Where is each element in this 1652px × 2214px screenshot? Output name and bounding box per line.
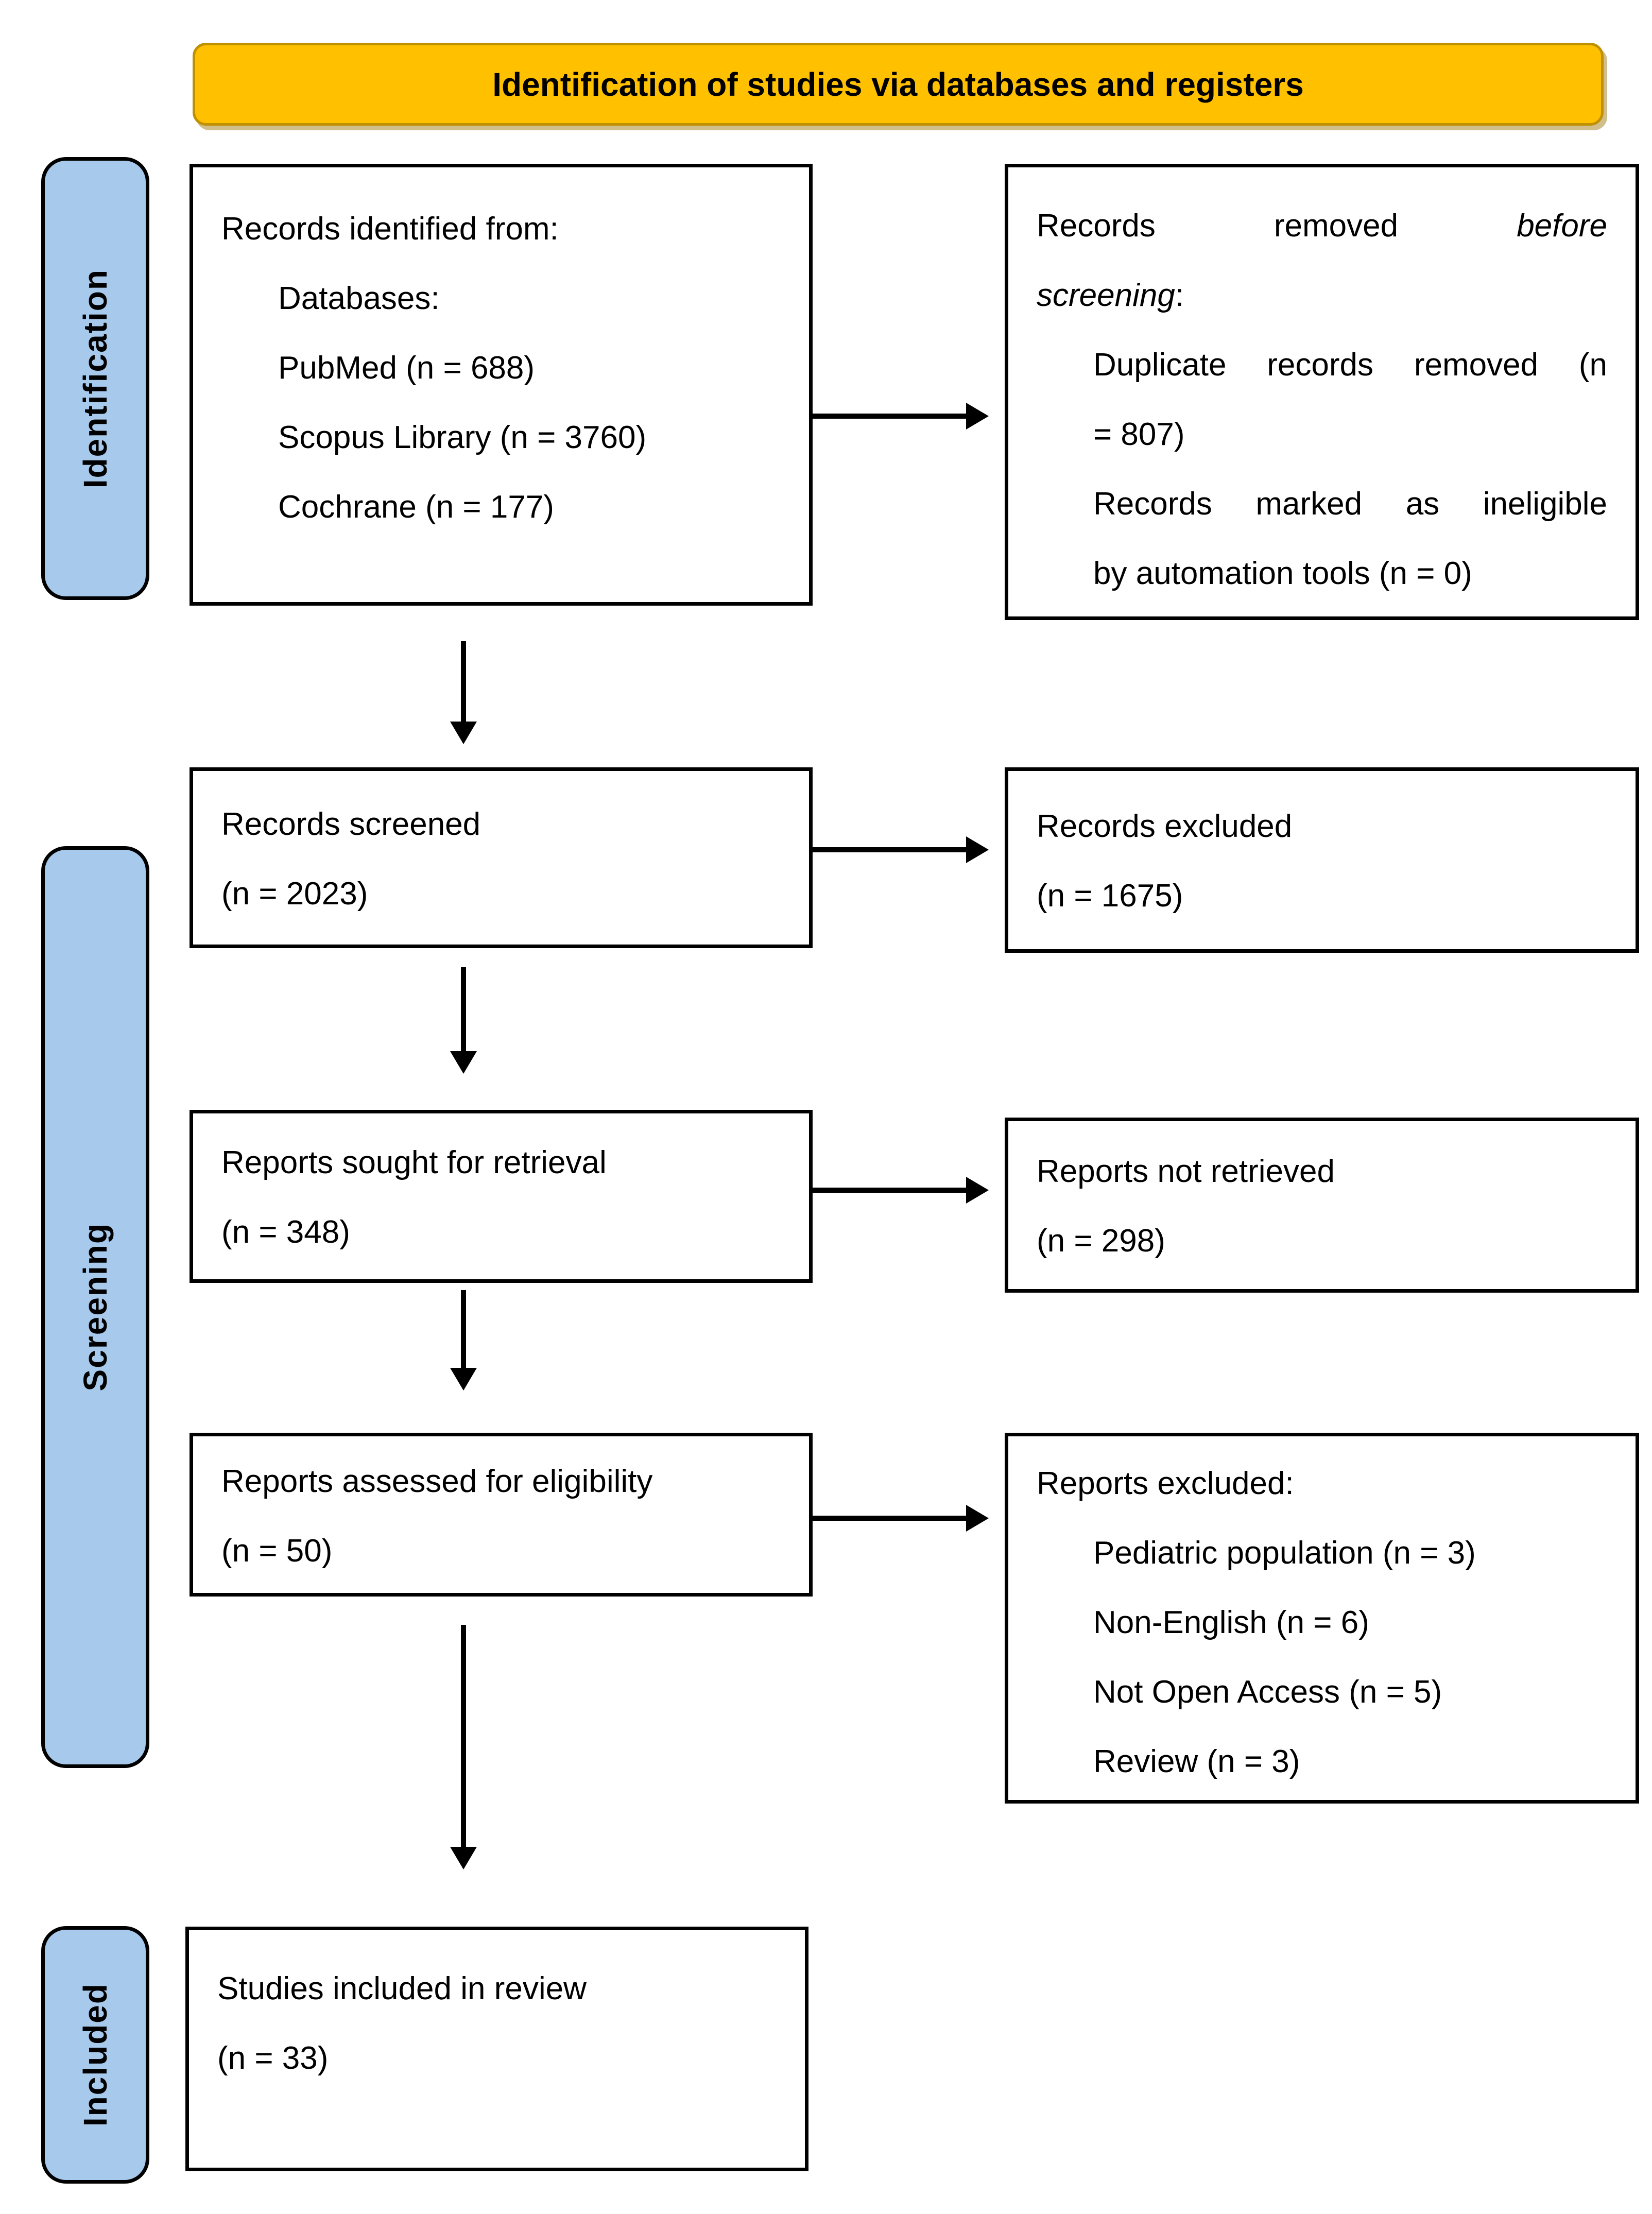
- text-line: PubMed (n = 688): [221, 333, 781, 403]
- text-line: (n = 1675): [1037, 861, 1607, 931]
- text-run: Not Open Access (n = 5): [1093, 1674, 1442, 1710]
- arrow-head-right-icon: [966, 1505, 989, 1532]
- text-line: (n = 33): [217, 2023, 777, 2093]
- text-line: Records removed before: [1037, 191, 1607, 261]
- text-line: Reports assessed for eligibility: [221, 1447, 781, 1516]
- arrow-shaft: [461, 1625, 466, 1849]
- arrow-shaft: [813, 1516, 968, 1521]
- arrow-shaft: [813, 414, 968, 419]
- text-run: (n = 33): [217, 2040, 329, 2076]
- text-line: (n = 298): [1037, 1206, 1607, 1276]
- text-line: Reports excluded:: [1037, 1449, 1607, 1518]
- text-run: by automation tools (n = 0): [1093, 556, 1472, 591]
- arrow-head-down-icon: [450, 1368, 477, 1391]
- stage-label-identification: Identification: [41, 157, 149, 600]
- stage-label-included: Included: [41, 1926, 149, 2184]
- text-line: Records identified from:: [221, 194, 781, 264]
- text-line: Non-English (n = 6): [1037, 1588, 1607, 1657]
- stage-label-screening-text: Screening: [77, 1223, 114, 1392]
- box-reports-sought-for-retrieval: Reports sought for retrieval (n = 348): [190, 1110, 813, 1283]
- text-line: screening:: [1037, 261, 1607, 330]
- text-run: Reports not retrieved: [1037, 1154, 1335, 1189]
- arrow-sought-to-assessed: [450, 1290, 477, 1391]
- text-run: Scopus Library (n = 3760): [278, 420, 647, 455]
- text-run: Pediatric population (n = 3): [1093, 1535, 1476, 1571]
- text-line: (n = 348): [221, 1197, 781, 1267]
- text-run: (n = 1675): [1037, 878, 1183, 914]
- diagram-title: Identification of studies via databases …: [492, 65, 1304, 103]
- text-line: Duplicate records removed (n: [1037, 330, 1607, 400]
- arrow-screened-to-sought: [450, 967, 477, 1074]
- box-records-excluded: Records excluded (n = 1675): [1005, 767, 1639, 953]
- arrow-shaft: [813, 1188, 968, 1193]
- text-run: Databases:: [278, 281, 440, 316]
- stage-label-included-text: Included: [77, 1983, 114, 2127]
- box-studies-included-in-review: Studies included in review (n = 33): [185, 1927, 808, 2171]
- text-run: :: [1175, 278, 1184, 313]
- arrow-assessed-to-reports-excluded: [813, 1505, 989, 1532]
- text-run: Studies included in review: [217, 1971, 587, 2006]
- text-line: (n = 50): [221, 1516, 781, 1586]
- text-run: Records identified from:: [221, 211, 559, 247]
- text-run: PubMed (n = 688): [278, 350, 535, 386]
- text-run: Reports assessed for eligibility: [221, 1464, 653, 1499]
- text-run: (n = 50): [221, 1533, 333, 1569]
- text-run: (n = 348): [221, 1214, 350, 1250]
- text-line: Studies included in review: [217, 1954, 777, 2023]
- text-run: Reports sought for retrieval: [221, 1145, 607, 1180]
- text-run: (n = 298): [1037, 1223, 1165, 1259]
- arrow-assessed-to-included: [450, 1625, 477, 1869]
- text-run: Review (n = 3): [1093, 1744, 1300, 1779]
- text-run: Cochrane (n = 177): [278, 489, 554, 525]
- text-line: Records marked as ineligible: [1037, 469, 1607, 539]
- box-reports-excluded: Reports excluded: Pediatric population (n…: [1005, 1433, 1639, 1804]
- text-run: Records marked as ineligible: [1093, 486, 1607, 522]
- text-run: Records excluded: [1037, 809, 1293, 844]
- text-line: by automation tools (n = 0): [1037, 539, 1607, 608]
- text-line: Records excluded: [1037, 792, 1607, 861]
- diagram-title-banner: Identification of studies via databases …: [193, 43, 1604, 126]
- box-records-identified: Records identified from: Databases: PubMed…: [190, 164, 813, 606]
- box-reports-not-retrieved: Reports not retrieved (n = 298): [1005, 1118, 1639, 1293]
- text-run: = 807): [1093, 417, 1185, 452]
- arrow-screened-to-excluded: [813, 836, 989, 863]
- text-line: Scopus Library (n = 3760): [221, 403, 781, 472]
- arrow-head-right-icon: [966, 1177, 989, 1204]
- text-run: Reports excluded:: [1037, 1466, 1294, 1501]
- text-line: Pediatric population (n = 3): [1037, 1518, 1607, 1588]
- text-run-italic: before: [1517, 208, 1607, 244]
- arrow-identified-to-screened: [450, 641, 477, 744]
- arrow-shaft: [813, 847, 968, 852]
- stage-label-screening: Screening: [41, 846, 149, 1768]
- arrow-head-right-icon: [966, 403, 989, 430]
- box-records-screened: Records screened (n = 2023): [190, 767, 813, 948]
- box-reports-assessed-for-eligibility: Reports assessed for eligibility (n = 50): [190, 1433, 813, 1597]
- arrow-shaft: [461, 967, 466, 1053]
- arrow-head-right-icon: [966, 836, 989, 863]
- arrow-head-down-icon: [450, 1051, 477, 1074]
- arrow-shaft: [461, 1290, 466, 1370]
- arrow-shaft: [461, 641, 466, 724]
- text-line: = 807): [1037, 400, 1607, 469]
- text-line: Databases:: [221, 264, 781, 333]
- text-run: Records screened: [221, 806, 481, 842]
- arrow-identified-to-removed: [813, 403, 989, 430]
- text-run: Records removed: [1037, 208, 1517, 244]
- arrow-head-down-icon: [450, 1847, 477, 1869]
- stage-label-identification-text: Identification: [77, 268, 114, 489]
- text-line: Not Open Access (n = 5): [1037, 1657, 1607, 1727]
- arrow-head-down-icon: [450, 722, 477, 744]
- text-line: Records screened: [221, 790, 781, 859]
- arrow-sought-to-not-retrieved: [813, 1177, 989, 1204]
- text-run: Duplicate records removed (n: [1093, 347, 1607, 383]
- text-line: Reports sought for retrieval: [221, 1128, 781, 1197]
- text-line: Reports not retrieved: [1037, 1137, 1607, 1206]
- text-run: Non-English (n = 6): [1093, 1605, 1369, 1640]
- text-line: (n = 2023): [221, 859, 781, 929]
- text-run: (n = 2023): [221, 876, 368, 912]
- text-line: Review (n = 3): [1037, 1727, 1607, 1796]
- text-line: Cochrane (n = 177): [221, 472, 781, 542]
- text-run-italic: screening: [1037, 278, 1175, 313]
